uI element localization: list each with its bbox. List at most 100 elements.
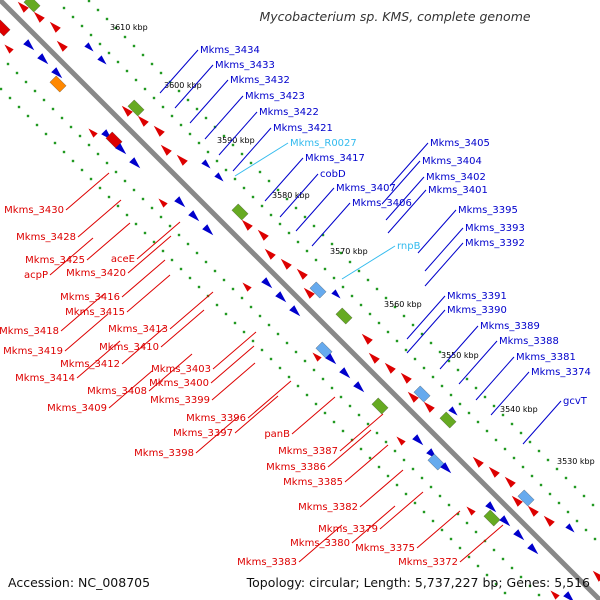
gc-dot xyxy=(161,249,165,253)
gc-dot xyxy=(467,555,471,559)
gene-arrow xyxy=(448,406,458,416)
gc-dot xyxy=(287,231,291,235)
gene-arrow xyxy=(33,11,45,23)
gc-dot xyxy=(17,105,21,109)
gc-dot xyxy=(105,17,109,21)
leader-line xyxy=(406,295,446,340)
gene-feature xyxy=(371,397,389,415)
gc-dot xyxy=(323,267,327,271)
gc-dot xyxy=(24,80,28,84)
leader-line xyxy=(459,524,504,563)
gc-dot xyxy=(458,402,462,406)
gc-dot xyxy=(8,96,12,100)
gene-arrow xyxy=(384,362,396,374)
leader-line xyxy=(387,189,427,234)
gc-dot xyxy=(411,323,415,327)
gc-dot xyxy=(575,519,579,523)
leader-line xyxy=(160,309,205,348)
gc-dot xyxy=(492,404,496,408)
leader-line xyxy=(189,79,229,124)
gene-arrow xyxy=(303,287,315,299)
gene-arrow xyxy=(312,352,322,362)
leader-line xyxy=(60,293,105,332)
leader-line xyxy=(264,157,304,202)
gc-dot xyxy=(141,197,145,201)
gene-label: Mkms_3434 xyxy=(200,45,260,56)
gc-dot xyxy=(393,449,397,453)
gc-dot xyxy=(530,474,534,478)
gc-dot xyxy=(519,431,523,435)
gc-dot xyxy=(573,485,577,489)
gene-label: Mkms_3410 xyxy=(99,342,159,353)
gene-arrow xyxy=(488,466,500,478)
gc-dot xyxy=(195,107,199,111)
gc-dot xyxy=(555,467,559,471)
gc-dot xyxy=(251,339,255,343)
gc-dot xyxy=(89,177,93,181)
gc-dot xyxy=(384,296,388,300)
map-title: Mycobacterium sp. KMS, complete genome xyxy=(259,9,530,24)
gene-arrow xyxy=(440,462,452,474)
gene-arrow xyxy=(466,506,476,516)
gc-dot xyxy=(350,438,354,442)
gc-dot xyxy=(152,96,156,100)
gc-dot xyxy=(53,141,57,145)
leader-line xyxy=(490,371,530,416)
leader-line xyxy=(204,95,244,140)
gene-label: Mkms_3433 xyxy=(215,60,275,71)
gc-dot xyxy=(465,377,469,381)
gc-dot xyxy=(240,296,244,300)
gene-arrow xyxy=(565,523,575,533)
leader-line xyxy=(351,505,396,544)
gene-feature xyxy=(309,281,327,299)
gene-arrow xyxy=(176,154,188,166)
gc-dot xyxy=(321,233,325,237)
gene-arrow xyxy=(550,590,560,600)
gene-label: Mkms_3418 xyxy=(0,326,59,337)
gene-label: acpP xyxy=(24,270,48,281)
gc-dot xyxy=(440,384,444,388)
leader-line xyxy=(148,353,193,392)
gc-dot xyxy=(431,519,435,523)
gc-dot xyxy=(474,386,478,390)
gc-dot xyxy=(332,276,336,280)
leader-line xyxy=(77,199,122,238)
gene-arrow xyxy=(331,289,341,299)
leader-line xyxy=(232,127,272,172)
gc-dot xyxy=(494,438,498,442)
gene-label: Mkms_3422 xyxy=(259,107,319,118)
leader-line xyxy=(212,331,257,370)
gc-dot xyxy=(186,98,190,102)
gc-dot xyxy=(276,332,280,336)
gene-label: Mkms_3382 xyxy=(298,502,358,513)
gene-label: Mkms_3413 xyxy=(108,324,168,335)
gc-dot xyxy=(359,447,363,451)
leader-line xyxy=(458,340,498,385)
gc-dot xyxy=(312,368,316,372)
gc-dot xyxy=(125,69,129,73)
gene-arrow xyxy=(17,1,29,13)
gc-dot xyxy=(492,548,496,552)
gc-dot xyxy=(62,150,66,154)
gc-dot xyxy=(123,35,127,39)
gc-dot xyxy=(0,87,3,91)
leader-line xyxy=(86,222,131,261)
gc-dot xyxy=(474,530,478,534)
kbp-tick-label: 3590 kbp xyxy=(217,136,255,145)
gc-dot xyxy=(330,242,334,246)
gene-arrow xyxy=(368,352,380,364)
gc-dot xyxy=(204,260,208,264)
gc-dot xyxy=(107,195,111,199)
leader-line xyxy=(174,64,214,109)
leader-line xyxy=(381,160,421,205)
gene-arrow xyxy=(214,172,224,182)
gene-arrow xyxy=(527,505,539,517)
gene-label: Mkms_3417 xyxy=(305,153,365,164)
gc-dot xyxy=(96,8,100,12)
gc-dot xyxy=(98,186,102,190)
gc-dot xyxy=(359,303,363,307)
gc-dot xyxy=(341,285,345,289)
